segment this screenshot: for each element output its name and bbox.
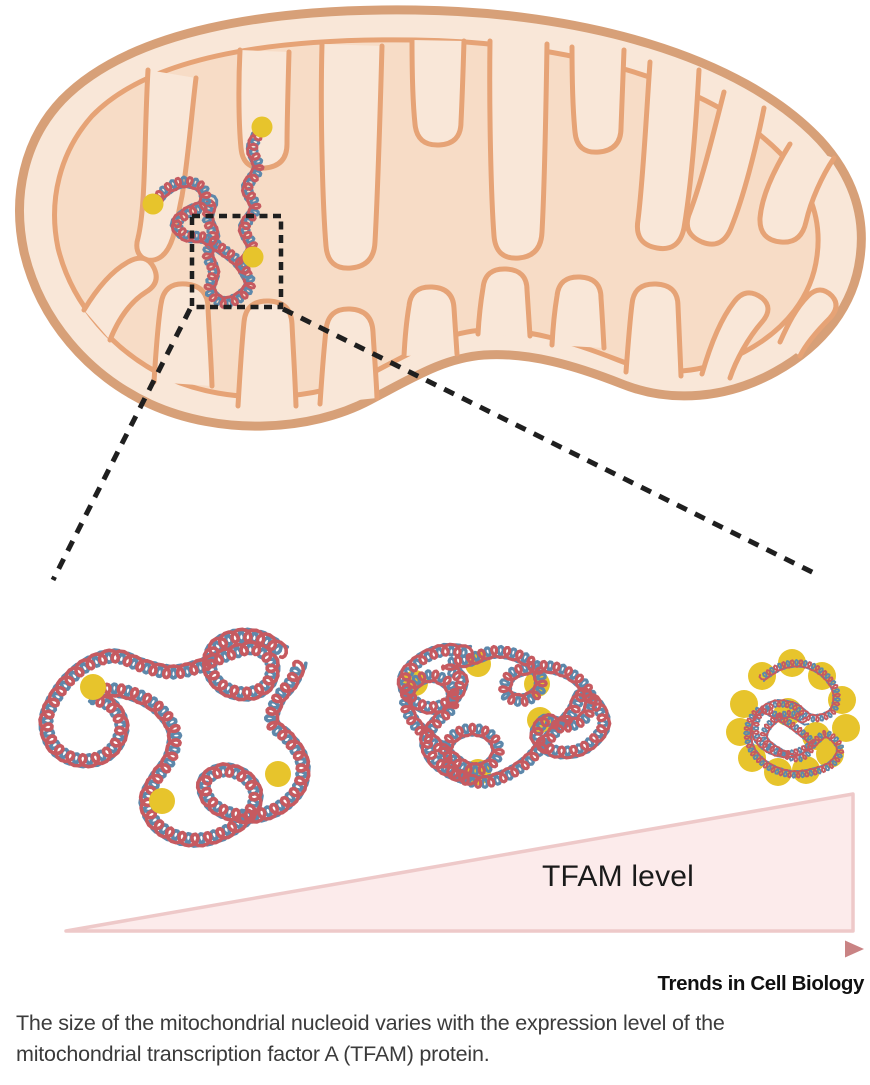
tfam-protein-dot	[149, 788, 175, 814]
nucleoid-stage-mid-tfam	[396, 642, 612, 789]
tfam-protein-dot	[80, 674, 106, 700]
mitochondrion	[15, 5, 866, 431]
dna-strand	[148, 176, 251, 275]
tfam-protein-dot	[778, 649, 806, 677]
tfam-protein-dot	[242, 246, 264, 268]
dna-strand	[38, 627, 311, 848]
dna-strand	[396, 642, 612, 789]
tfam-protein-dot	[142, 193, 164, 215]
tfam-protein-dot	[251, 116, 273, 138]
mtdna-nucleoid-in-mitochondrion	[142, 116, 273, 309]
zoom-box	[189, 213, 284, 310]
tfam-protein-dot	[730, 690, 758, 718]
nucleoid-stage-low-tfam	[38, 627, 311, 848]
tfam-protein-dot	[832, 714, 860, 742]
cristae	[81, 37, 839, 409]
figure-caption: The size of the mitochondrial nucleoid v…	[16, 1008, 836, 1070]
tfam-level-label: TFAM level	[541, 860, 695, 893]
tfam-gradient-triangle	[64, 792, 855, 933]
tfam-protein-dot	[748, 662, 776, 690]
zoom-line-left	[50, 307, 193, 582]
tfam-protein-dot	[738, 744, 766, 772]
dna-strand	[743, 659, 844, 779]
tfam-axis-arrow	[70, 940, 864, 958]
caption-line-2: mitochondrial transcription factor A (TF…	[16, 1042, 490, 1066]
journal-name: Trends in Cell Biology	[657, 972, 865, 995]
tfam-protein-dot	[265, 761, 291, 787]
dna-strand	[743, 659, 845, 779]
caption-line-1: The size of the mitochondrial nucleoid v…	[16, 1011, 725, 1035]
nucleoid-stage-high-tfam	[726, 649, 860, 786]
